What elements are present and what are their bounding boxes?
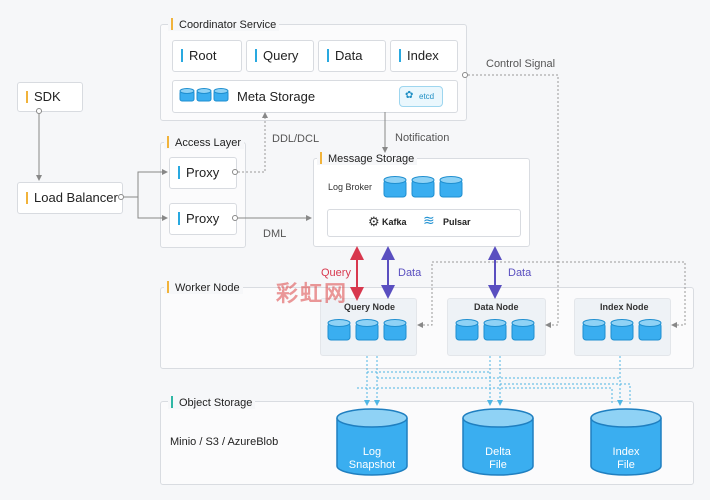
etcd-icon: ✿: [405, 90, 414, 101]
kafka-icon: ⚙: [368, 214, 380, 229]
ddl-dcl-label: DDL/DCL: [272, 133, 320, 145]
tag-bar: [178, 212, 180, 225]
worker-node-title-text: Worker Node: [175, 282, 240, 294]
log-snapshot-label: Log Snapshot: [337, 446, 407, 472]
title-accent: [171, 18, 173, 30]
message-storage-title: Message Storage: [317, 152, 418, 165]
load-balancer-box[interactable]: Load Balancer: [17, 182, 123, 214]
title-accent: [167, 136, 169, 148]
data-coord-box[interactable]: Data: [318, 40, 386, 72]
title-accent: [320, 152, 322, 164]
query-arrow-label: Query: [321, 267, 351, 279]
title-accent: [26, 91, 28, 103]
delta-label: Delta: [485, 446, 511, 458]
query-node-label: Query Node: [344, 302, 396, 312]
watermark: 彩虹网: [276, 281, 349, 306]
title-accent: [171, 396, 173, 408]
file-label: File: [489, 459, 507, 471]
access-layer-title: Access Layer: [164, 136, 245, 149]
pulsar-icon: ≋: [423, 212, 435, 228]
etcd-label: etcd: [419, 92, 435, 101]
proxy-box-1[interactable]: Proxy: [169, 157, 237, 189]
broker-options-box[interactable]: ⚙ Kafka ≋ Pulsar: [327, 209, 521, 237]
title-accent: [26, 192, 28, 204]
tag-bar: [399, 49, 401, 62]
load-balancer-label: Load Balancer: [34, 190, 118, 205]
root-label: Root: [189, 48, 217, 63]
message-storage-title-text: Message Storage: [328, 153, 415, 165]
object-storage-title-text: Object Storage: [179, 397, 253, 409]
providers-label: Minio / S3 / AzureBlob: [170, 436, 279, 448]
sdk-label: SDK: [34, 89, 61, 104]
query-coord-label: Query: [263, 48, 299, 63]
control-signal-label: Control Signal: [486, 58, 556, 70]
coordinator-service-title: Coordinator Service: [168, 18, 280, 31]
index-label: Index: [612, 446, 640, 458]
index-file-label: Index File: [591, 446, 661, 472]
data-coord-label: Data: [335, 48, 363, 63]
etcd-badge: ✿ etcd: [399, 86, 443, 107]
tag-bar: [181, 49, 183, 62]
log-broker-label: Log Broker: [328, 182, 373, 192]
tag-bar: [327, 49, 329, 62]
sdk-box[interactable]: SDK: [17, 82, 83, 112]
query-coord-box[interactable]: Query: [246, 40, 314, 72]
meta-storage-label: Meta Storage: [237, 89, 316, 104]
tag-bar: [178, 166, 180, 179]
data-arrow-label-1: Data: [398, 267, 422, 279]
proxy-label: Proxy: [186, 211, 220, 226]
delta-file-label: Delta File: [463, 446, 533, 472]
tag-bar: [255, 49, 257, 62]
kafka-label: Kafka: [382, 217, 407, 227]
proxy-box-2[interactable]: Proxy: [169, 203, 237, 235]
index-node-label: Index Node: [600, 302, 649, 312]
index-coord-label: Index: [407, 48, 439, 63]
object-storage-title: Object Storage: [168, 396, 256, 409]
title-accent: [167, 281, 169, 293]
index-coord-box[interactable]: Index: [390, 40, 458, 72]
root-box[interactable]: Root: [172, 40, 242, 72]
log-label: Log: [362, 446, 382, 458]
access-layer-title-text: Access Layer: [175, 137, 242, 149]
snapshot-label: Snapshot: [348, 459, 396, 471]
notification-label: Notification: [395, 132, 450, 144]
worker-node-title: Worker Node: [164, 281, 243, 294]
coordinator-title-text: Coordinator Service: [179, 19, 277, 31]
data-arrow-label-2: Data: [508, 267, 532, 279]
proxy-label: Proxy: [186, 165, 220, 180]
data-node-label: Data Node: [474, 302, 519, 312]
dml-label: DML: [263, 228, 287, 240]
file-label: File: [617, 459, 635, 471]
pulsar-label: Pulsar: [443, 217, 471, 227]
